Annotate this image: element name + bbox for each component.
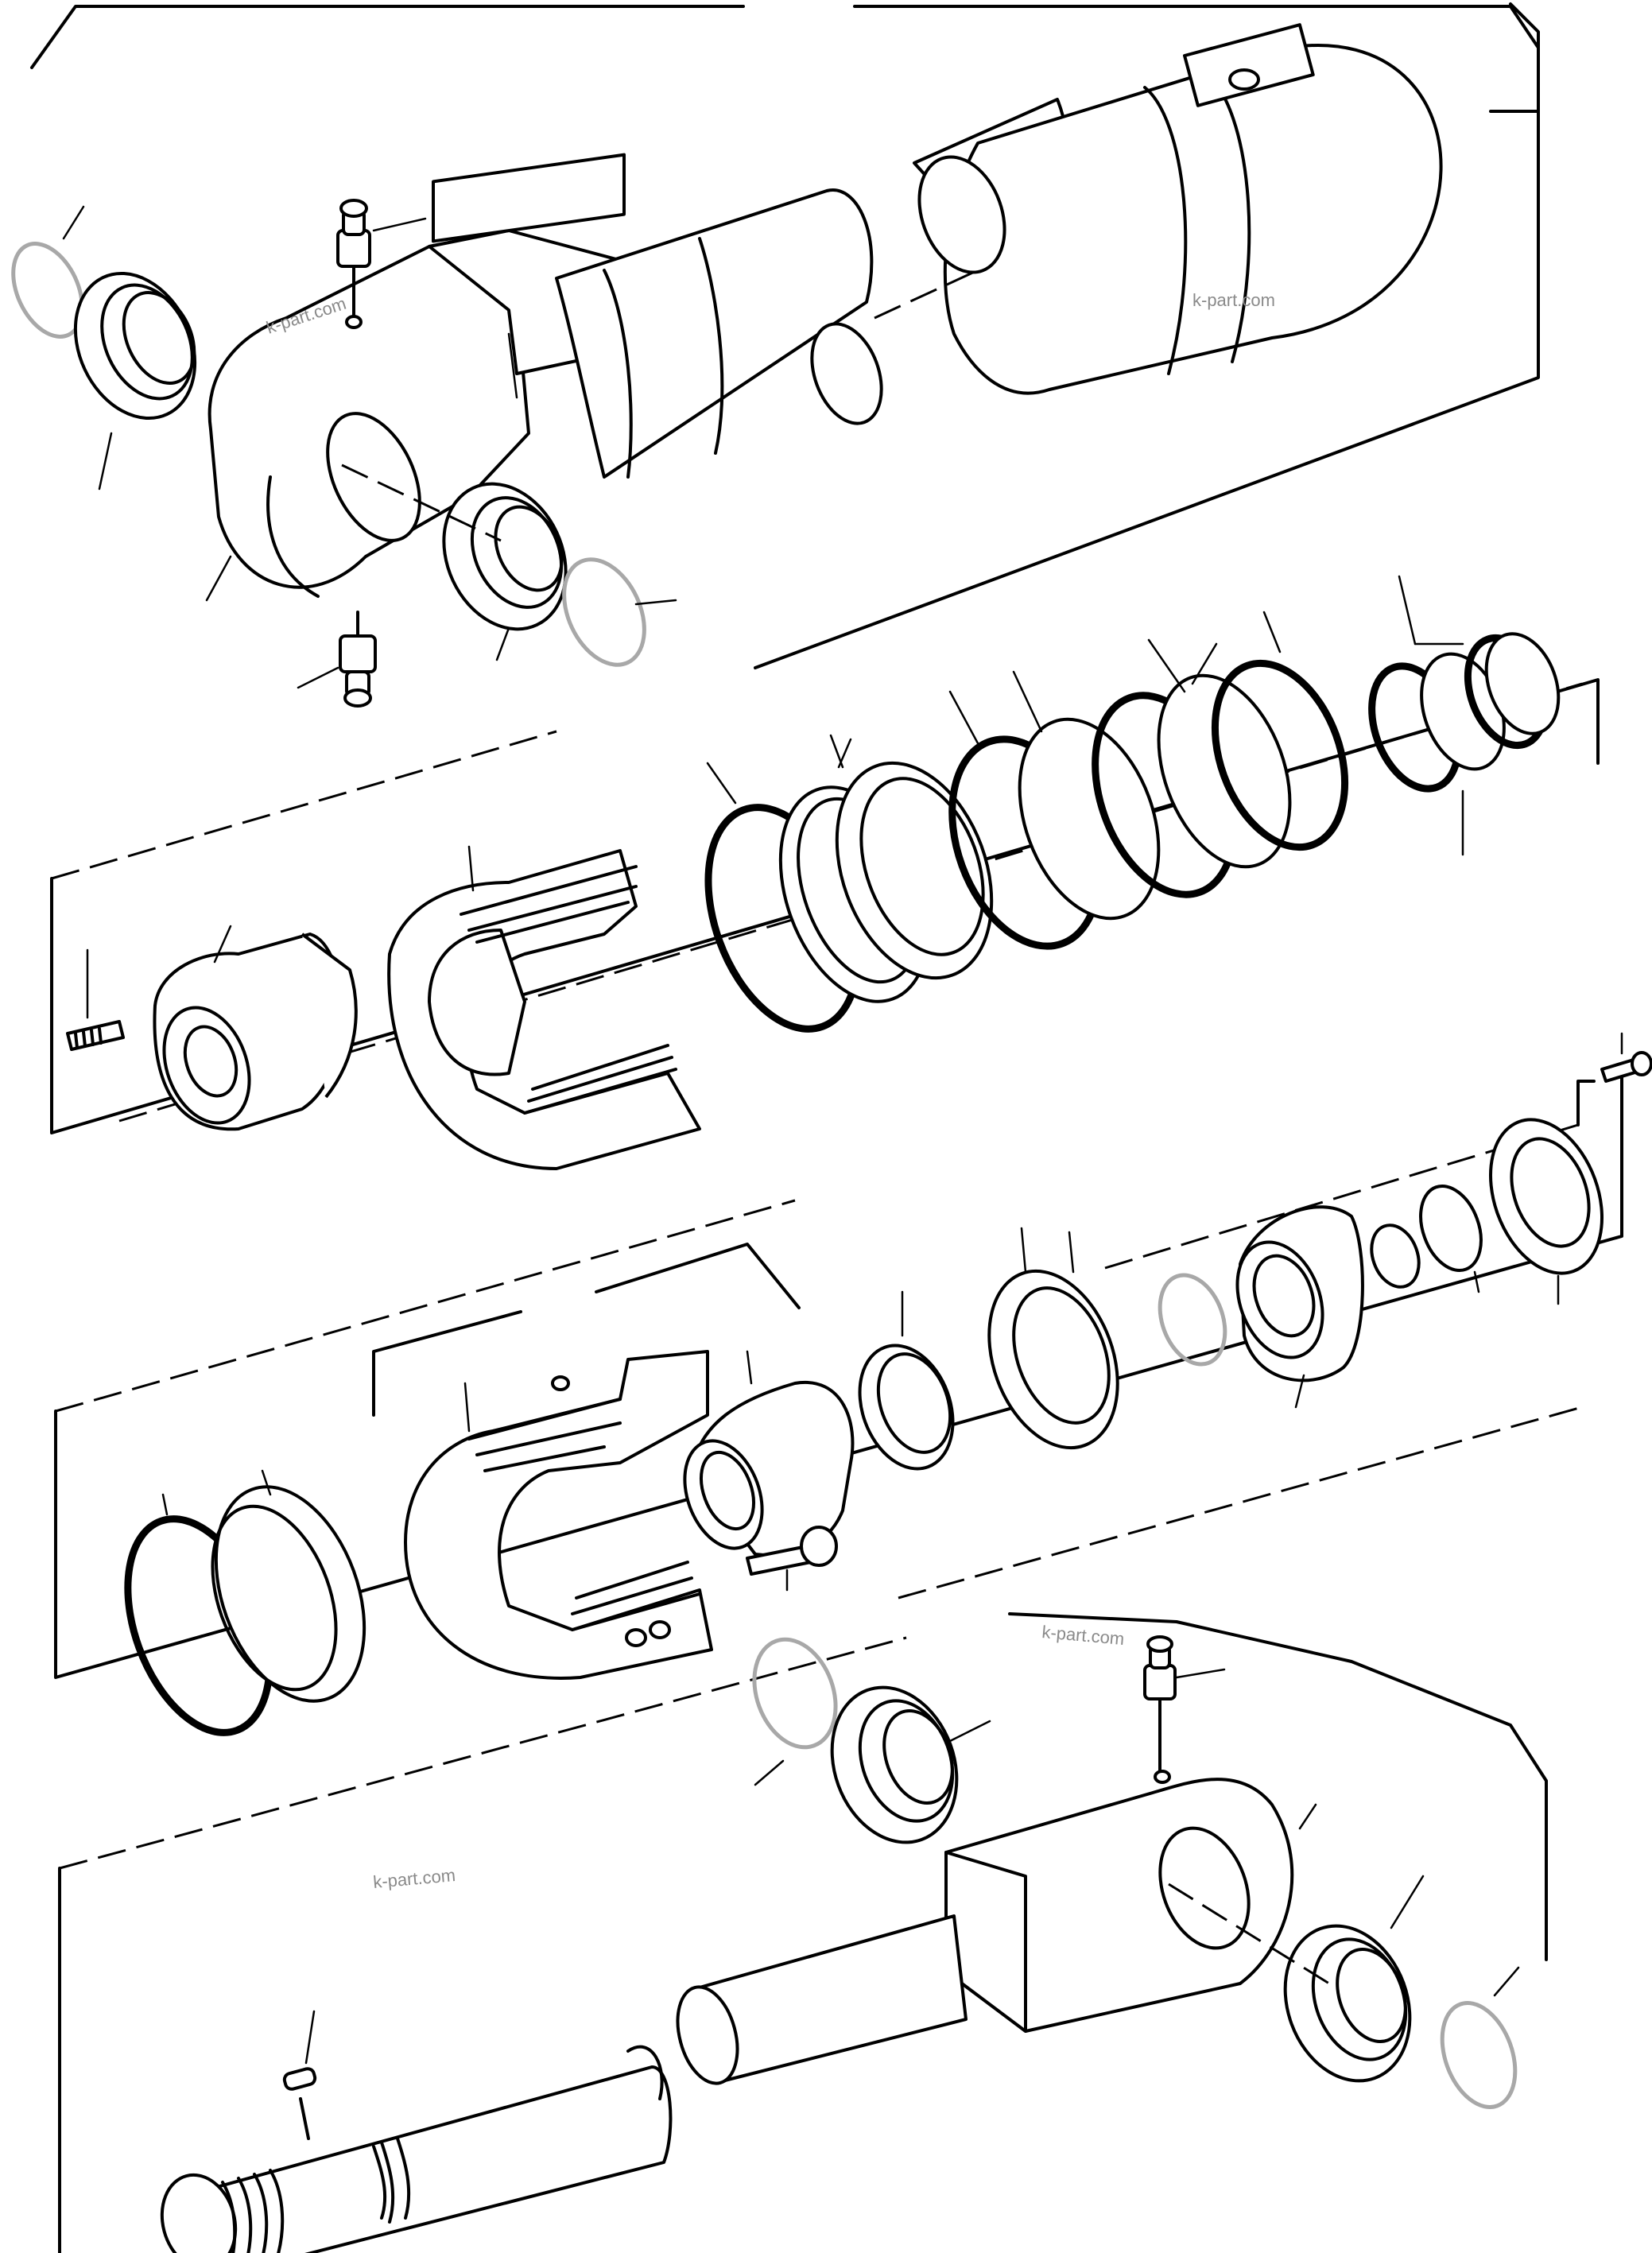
group-frame-tube	[30, 5, 745, 69]
rod-eye	[944, 1778, 1317, 2033]
o-ring-rod-right	[1440, 2001, 1518, 2109]
rod-key	[282, 2010, 317, 2140]
cylinder-tube	[555, 23, 1443, 479]
wear-ring	[211, 1485, 366, 1703]
o-ring-rod-left	[752, 1637, 838, 1750]
flange-gasket	[987, 1227, 1119, 1450]
wiper-ring-small	[1370, 1223, 1421, 1289]
lock-screw	[66, 948, 125, 1051]
wiper-ring	[1419, 1184, 1483, 1273]
piston-nut	[153, 925, 358, 1131]
retaining-flange	[1488, 1118, 1604, 1275]
cylinder-head	[404, 1350, 713, 1680]
grease-nipple-bottom	[339, 611, 377, 708]
bushing-left	[73, 271, 197, 421]
cylinder-base-eye	[207, 153, 630, 598]
bushing-rod-right	[1283, 1924, 1412, 2083]
o-ring-center	[562, 557, 646, 667]
group-frame-tube-right	[853, 2, 1540, 49]
piston-rod-group: k-part.com k-part.com	[58, 1612, 1548, 2253]
piston-rings	[704, 632, 1561, 1033]
grease-nipple-rod	[1143, 1635, 1177, 1784]
seal-housing	[1235, 1205, 1364, 1382]
cylinder-tube-group: k-part.com k-part.com	[11, 2, 1540, 708]
o-ring-small	[1158, 1273, 1227, 1367]
piston-group	[50, 575, 1600, 1170]
o-ring-left	[11, 242, 84, 339]
rod-seal	[858, 1290, 955, 1471]
group-frame-tube-edge	[754, 46, 1540, 669]
watermark-4: k-part.com	[1041, 1622, 1126, 1649]
cylinder-head-group	[54, 1032, 1652, 1736]
watermark-3: k-part.com	[372, 1865, 456, 1892]
bushing-rod-left	[830, 1685, 959, 1844]
piston	[387, 845, 701, 1170]
watermark-2: k-part.com	[1192, 290, 1275, 310]
grease-nipple-top	[336, 199, 371, 329]
bushing-center	[442, 482, 568, 631]
piston-rod	[160, 1914, 968, 2253]
flange-screw	[1600, 1032, 1652, 1083]
socket-bolt	[746, 1526, 838, 1592]
